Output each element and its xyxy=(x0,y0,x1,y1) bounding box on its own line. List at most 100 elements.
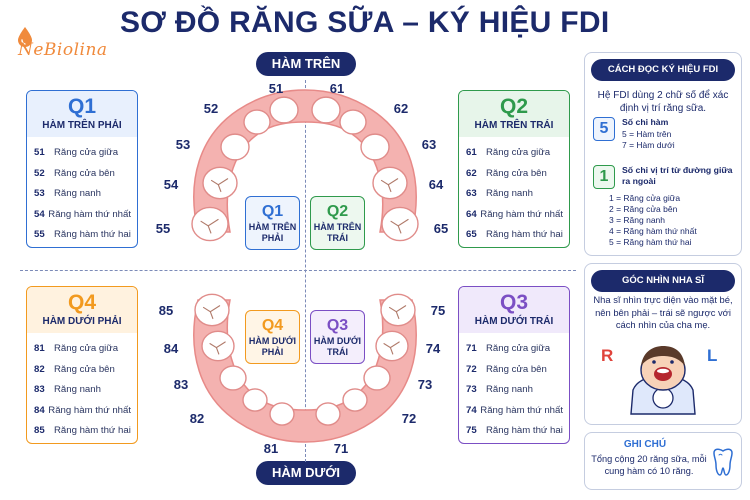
jaw-divider xyxy=(20,270,576,271)
tooth-groove-85 xyxy=(202,305,221,320)
tooth-number-53: 53 xyxy=(175,137,191,152)
note-card: GHI CHÚ Tổng cộng 20 răng sữa, mỗi cung … xyxy=(584,432,742,490)
tooth-number-82: 82 xyxy=(189,411,205,426)
tooth-number-61: 61 xyxy=(329,81,345,96)
second-digit-box: 1 xyxy=(593,165,615,189)
how-to-read-card: CÁCH ĐỌC KÝ HIỆU FDI Hệ FDI dùng 2 chữ s… xyxy=(584,52,742,256)
tooth-crown-62 xyxy=(339,109,367,135)
dentist-view-text: Nha sĩ nhìn trực diện vào mặt bé, nên bê… xyxy=(593,294,733,330)
brand-logo: NeBiolina xyxy=(14,26,126,60)
note-text: Tổng cộng 20 răng sữa, mỗi cung hàm có 1… xyxy=(591,454,707,476)
tooth-number-73: 73 xyxy=(417,377,433,392)
tooth-crown-81 xyxy=(269,402,295,426)
droplet-icon xyxy=(18,27,32,47)
tooth-number-52: 52 xyxy=(203,101,219,116)
mini-label-q1: Q1 HÀM TRÊN PHẢI xyxy=(245,196,300,250)
tooth-crown-73 xyxy=(363,365,391,391)
tooth-number-84: 84 xyxy=(163,341,179,356)
tooth-groove-84 xyxy=(209,341,226,355)
tooth-number-71: 71 xyxy=(333,441,349,456)
first-digit-box: 5 xyxy=(593,117,615,141)
second-digit-items: 1 = Răng cửa giữa 2 = Răng cửa bên 3 = R… xyxy=(609,193,697,247)
mini-label-q3: Q3 HÀM DƯỚI TRÁI xyxy=(310,310,365,364)
tooth-groove-65 xyxy=(390,218,409,234)
tooth-crown-51 xyxy=(269,96,299,124)
tooth-number-55: 55 xyxy=(155,221,171,236)
tooth-crown-52 xyxy=(243,109,271,135)
tooth-crown-72 xyxy=(342,388,368,412)
mini-label-q4: Q4 HÀM DƯỚI PHẢI xyxy=(245,310,300,364)
tooth-number-74: 74 xyxy=(425,341,441,356)
card-title: GÓC NHÌN NHA SĨ xyxy=(591,270,735,292)
child-patient-icon xyxy=(630,346,696,415)
tooth-number-64: 64 xyxy=(428,177,444,192)
tooth-groove-75 xyxy=(388,305,407,320)
tooth-number-54: 54 xyxy=(163,177,179,192)
right-side-label: R xyxy=(601,346,614,365)
tooth-number-62: 62 xyxy=(393,101,409,116)
dentist-view-card: GÓC NHÌN NHA SĨ Nha sĩ nhìn trực diện và… xyxy=(584,263,742,425)
note-title: GHI CHÚ xyxy=(623,439,667,450)
tooth-number-75: 75 xyxy=(430,303,446,318)
brand-name: NeBiolina xyxy=(18,40,108,60)
quadrant-header: Q2 HÀM TRÊN TRÁI xyxy=(459,91,569,137)
tooth-number-83: 83 xyxy=(173,377,189,392)
second-digit-info: Số chỉ vị trí từ đường giữa ra ngoài xyxy=(622,165,733,186)
tooth-groove-74 xyxy=(383,341,400,355)
tooth-crown-61 xyxy=(311,96,341,124)
tooth-groove-55 xyxy=(200,218,219,234)
tooth-crown-65 xyxy=(381,206,419,242)
tooth-crown-55 xyxy=(191,206,229,242)
tooth-crown-71 xyxy=(315,402,341,426)
quadrant-header: Q4 HÀM DƯỚI PHẢI xyxy=(27,287,137,333)
tooth-crown-63 xyxy=(360,133,390,161)
tooth-number-51: 51 xyxy=(268,81,284,96)
mini-label-q2: Q2 HÀM TRÊN TRÁI xyxy=(310,196,365,250)
tooth-crown-83 xyxy=(219,365,247,391)
page-title: SƠ ĐỒ RĂNG SỮA – KÝ HIỆU FDI xyxy=(120,6,610,39)
lower-jaw-tag: HÀM DƯỚI xyxy=(256,461,356,485)
tooth-number-65: 65 xyxy=(433,221,449,236)
card-title: CÁCH ĐỌC KÝ HIỆU FDI xyxy=(591,59,735,81)
midline-divider xyxy=(305,80,306,462)
tooth-crown-82 xyxy=(242,388,268,412)
quadrant-header: Q3 HÀM DƯỚI TRÁI xyxy=(459,287,569,333)
tooth-icon xyxy=(713,448,733,476)
tooth-groove-54 xyxy=(210,178,229,193)
tooth-number-63: 63 xyxy=(421,137,437,152)
tooth-crown-53 xyxy=(220,133,250,161)
tooth-number-85: 85 xyxy=(158,303,174,318)
first-digit-info: Số chỉ hàm 5 = Hàm trên 7 = Hàm dưới xyxy=(622,117,675,150)
card-intro: Hệ FDI dùng 2 chữ số để xác định vị trí … xyxy=(597,90,729,114)
teeth-group xyxy=(191,96,419,426)
upper-arch xyxy=(193,89,417,233)
upper-jaw-tag: HÀM TRÊN xyxy=(256,52,356,76)
